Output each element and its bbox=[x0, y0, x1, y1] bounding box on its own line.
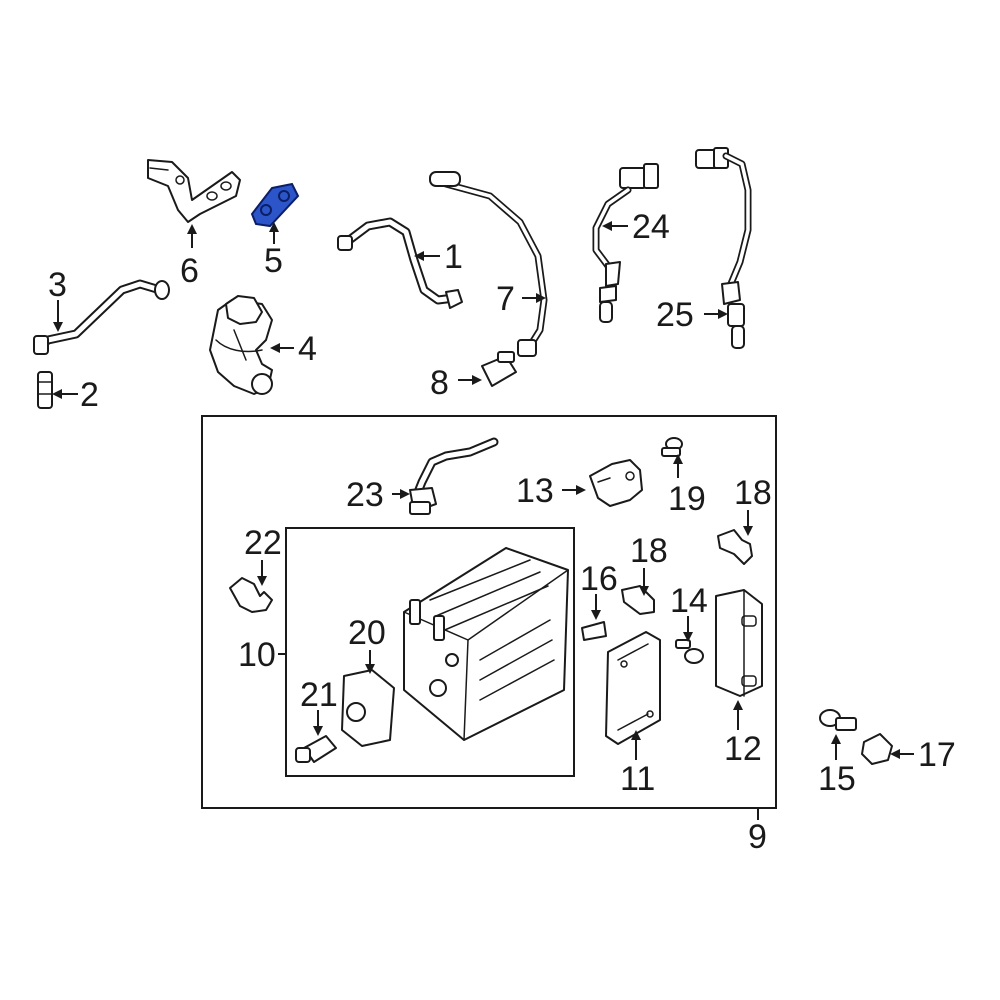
callout-10: 10 bbox=[238, 636, 276, 674]
callout-labels: 1 2 3 4 5 6 7 8 9 10 11 12 13 14 15 16 1… bbox=[48, 208, 956, 856]
callout-2: 2 bbox=[80, 376, 99, 414]
part-5-gasket[interactable] bbox=[250, 182, 300, 228]
callout-20: 20 bbox=[348, 614, 386, 652]
part-8-sensor[interactable] bbox=[481, 351, 517, 387]
callout-13: 13 bbox=[516, 472, 554, 510]
callout-3: 3 bbox=[48, 266, 67, 304]
callout-1: 1 bbox=[444, 238, 463, 276]
callout-6: 6 bbox=[180, 252, 199, 290]
part-23-hose[interactable] bbox=[409, 437, 499, 515]
assembly-10-outline bbox=[285, 527, 575, 777]
part-24-o2-sensor[interactable] bbox=[592, 163, 659, 323]
callout-5: 5 bbox=[264, 242, 283, 280]
part-15-bolt[interactable] bbox=[819, 709, 857, 731]
callout-4: 4 bbox=[298, 330, 317, 368]
callout-8: 8 bbox=[430, 364, 449, 402]
part-4-valve[interactable] bbox=[209, 295, 273, 395]
callout-24: 24 bbox=[632, 208, 670, 246]
callout-7: 7 bbox=[496, 280, 515, 318]
part-22-elbow[interactable] bbox=[229, 577, 273, 613]
callout-16: 16 bbox=[580, 560, 618, 598]
part-6-bracket[interactable] bbox=[147, 159, 241, 223]
part-19-bolt[interactable] bbox=[661, 437, 683, 457]
part-25-o2-sensor[interactable] bbox=[695, 147, 752, 349]
callout-11: 11 bbox=[620, 760, 655, 798]
callout-18-upper: 18 bbox=[734, 474, 772, 512]
part-18-clip-lower[interactable] bbox=[621, 585, 655, 615]
callout-19: 19 bbox=[668, 480, 706, 518]
callout-21: 21 bbox=[300, 676, 338, 714]
callout-9: 9 bbox=[748, 818, 767, 856]
assembly-9-outline bbox=[201, 415, 777, 809]
part-12-bracket[interactable] bbox=[715, 589, 763, 697]
part-13-bracket[interactable] bbox=[589, 459, 643, 507]
part-20-filter[interactable] bbox=[341, 669, 395, 747]
callout-25: 25 bbox=[656, 296, 694, 334]
part-17-nut[interactable] bbox=[861, 733, 893, 765]
part-21-connector[interactable] bbox=[295, 735, 337, 763]
callout-12: 12 bbox=[724, 730, 762, 768]
part-16-pad[interactable] bbox=[581, 621, 607, 641]
part-2-fitting[interactable] bbox=[37, 371, 53, 409]
part-14-bolt[interactable] bbox=[675, 639, 704, 664]
part-18-clip-upper[interactable] bbox=[717, 529, 753, 565]
callout-23: 23 bbox=[346, 476, 384, 514]
canister-assembly[interactable] bbox=[403, 547, 569, 741]
callout-18-lower: 18 bbox=[630, 532, 668, 570]
callout-15: 15 bbox=[818, 760, 856, 798]
callout-17: 17 bbox=[918, 736, 956, 774]
part-11-bracket[interactable] bbox=[605, 631, 661, 745]
part-3-tube[interactable] bbox=[33, 279, 170, 355]
callout-22: 22 bbox=[244, 524, 282, 562]
callout-leaders bbox=[52, 221, 914, 820]
part-7-sensor-wire[interactable] bbox=[429, 171, 548, 357]
part-1-tube[interactable] bbox=[337, 217, 463, 309]
callout-14: 14 bbox=[670, 582, 708, 620]
